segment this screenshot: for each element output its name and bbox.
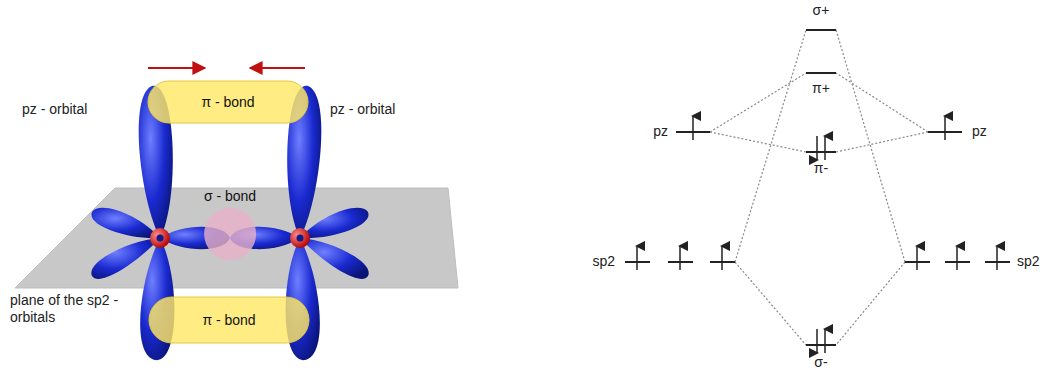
energy-level-label: σ- (814, 354, 827, 371)
energy-level-label: sp2 (592, 253, 615, 270)
energy-level-label: π+ (812, 80, 830, 97)
orbital-lobes (91, 86, 368, 360)
pi-bond-region: π - bond (149, 297, 309, 343)
electron-arrows (637, 116, 997, 353)
bond-label: π - bond (202, 312, 255, 328)
energy-level-label: pz (653, 123, 668, 140)
energy-level-label: σ+ (813, 2, 830, 19)
plane-label: plane of the sp2 - orbitals (10, 292, 130, 326)
compression-arrows (148, 68, 305, 69)
correlation-lines (710, 30, 928, 345)
energy-level-label: pz (972, 123, 987, 140)
energy-levels (625, 30, 1010, 345)
orbital-label: pz - orbital (22, 101, 87, 118)
orbital-label: pz - orbital (330, 101, 395, 118)
bond-label: σ - bond (189, 188, 271, 204)
energy-level-label: sp2 (1017, 253, 1040, 270)
sigma-bond-region: σ - bond (189, 188, 271, 264)
energy-level-label: π- (814, 160, 828, 177)
bond-label: π - bond (201, 94, 254, 110)
pi-bond-region: π - bond (148, 81, 308, 123)
sp2-plane (15, 188, 458, 288)
